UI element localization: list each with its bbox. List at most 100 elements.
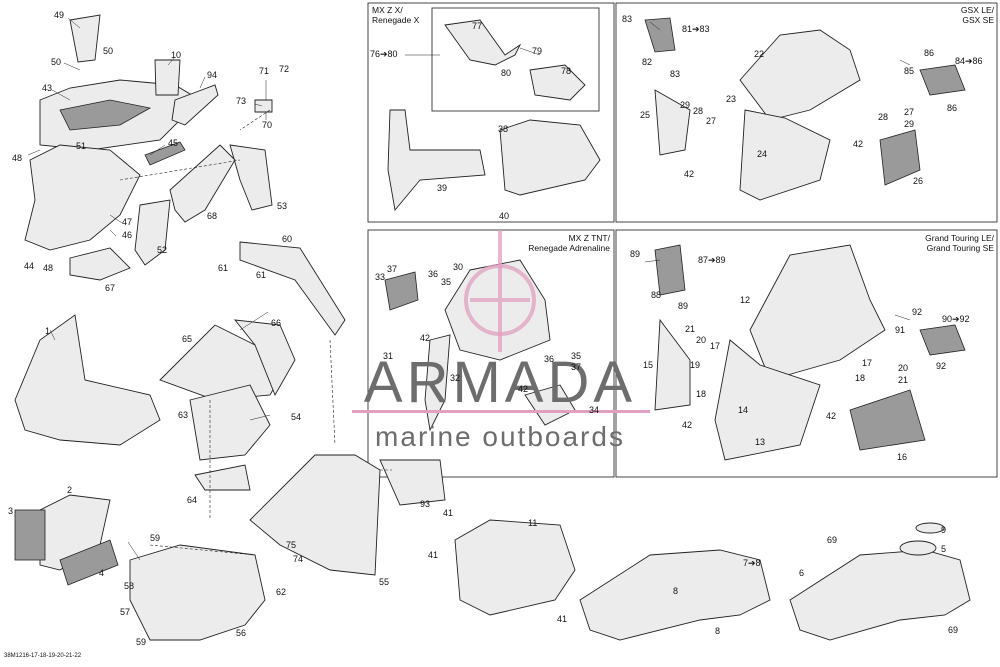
- callout-24: 24: [757, 149, 767, 159]
- callout-36: 36: [544, 354, 554, 364]
- callout-50: 50: [51, 57, 61, 67]
- callout-37: 37: [387, 264, 397, 274]
- panel-gsx: GSX LE/ GSX SE: [615, 2, 998, 223]
- callout-83: 83: [670, 69, 680, 79]
- callout-23: 23: [726, 94, 736, 104]
- callout-46: 46: [122, 230, 132, 240]
- callout-86: 86: [924, 48, 934, 58]
- callout-32: 32: [450, 373, 460, 383]
- callout-41: 41: [428, 550, 438, 560]
- callout-69: 69: [948, 625, 958, 635]
- callout-19: 19: [690, 360, 700, 370]
- panel-mxz-x: MX Z X/ Renegade X: [367, 2, 615, 223]
- callout-51: 51: [76, 141, 86, 151]
- callout-28: 28: [693, 106, 703, 116]
- callout-61: 61: [256, 270, 266, 280]
- callout-16: 16: [897, 452, 907, 462]
- grand-touring-parts: [654, 244, 966, 461]
- callout-37: 37: [571, 362, 581, 372]
- callout-63: 63: [178, 410, 188, 420]
- watermark-rule: [352, 410, 650, 413]
- callout-80: 80: [501, 68, 511, 78]
- callout-20: 20: [696, 335, 706, 345]
- callout-70: 70: [262, 120, 272, 130]
- callout-87-to-89: 87➔89: [698, 255, 726, 265]
- callout-7-to-8: 7➔8: [743, 558, 761, 568]
- callout-58: 58: [124, 581, 134, 591]
- callout-41: 41: [443, 508, 453, 518]
- callout-35: 35: [441, 277, 451, 287]
- callout-42: 42: [518, 384, 528, 394]
- callout-11: 11: [528, 518, 537, 528]
- callout-79: 79: [532, 46, 542, 56]
- armada-anchor-logo-icon: [464, 230, 536, 352]
- callout-52: 52: [157, 245, 167, 255]
- callout-25: 25: [640, 110, 650, 120]
- callout-53: 53: [277, 201, 287, 211]
- callout-39: 39: [437, 183, 447, 193]
- callout-90-to-92: 90➔92: [942, 314, 970, 324]
- callout-10: 10: [171, 50, 181, 60]
- panel-title-mxz-tnt-line1: MX Z TNT/: [569, 233, 611, 243]
- callout-89: 89: [678, 301, 688, 311]
- callout-81-to-83: 81➔83: [682, 24, 710, 34]
- side-panels: [134, 144, 273, 266]
- panel-title-gsx-line2: GSX SE: [962, 15, 994, 25]
- callout-27: 27: [706, 116, 716, 126]
- callout-42: 42: [684, 169, 694, 179]
- callout-40: 40: [499, 211, 509, 221]
- callout-28: 28: [878, 112, 888, 122]
- gsx-parts: [644, 17, 966, 201]
- callout-88: 88: [651, 290, 661, 300]
- drawing-reference-code: 38M1216-17-18-19-20-21-22: [4, 653, 82, 659]
- callout-18: 18: [696, 389, 706, 399]
- assembly-lines: [119, 109, 392, 556]
- callout-65: 65: [182, 334, 192, 344]
- callout-31: 31: [383, 351, 393, 361]
- callout-56: 56: [236, 628, 246, 638]
- callout-94: 94: [207, 70, 217, 80]
- callout-57: 57: [120, 607, 130, 617]
- callout-84-to-86: 84➔86: [955, 56, 983, 66]
- callout-21: 21: [685, 324, 695, 334]
- callout-74: 74: [293, 554, 303, 564]
- callout-42: 42: [420, 333, 430, 343]
- callout-20: 20: [898, 363, 908, 373]
- callout-33: 33: [375, 272, 385, 282]
- callout-27: 27: [904, 107, 914, 117]
- callout-91: 91: [895, 325, 905, 335]
- callout-82: 82: [642, 57, 652, 67]
- callout-15: 15: [643, 360, 653, 370]
- callout-64: 64: [187, 495, 197, 505]
- callout-42: 42: [826, 411, 836, 421]
- callout-69: 69: [827, 535, 837, 545]
- callout-4: 4: [99, 568, 104, 578]
- callout-93: 93: [420, 499, 430, 509]
- callout-17: 17: [710, 341, 720, 351]
- panel-title-mxz-x-line2: Renegade X: [372, 15, 420, 25]
- callout-14: 14: [738, 405, 748, 415]
- mxz-x-parts: [387, 19, 601, 212]
- callout-45: 45: [168, 138, 178, 148]
- callout-59: 59: [150, 533, 160, 543]
- callout-92: 92: [936, 361, 946, 371]
- front-panel-55: [249, 454, 381, 576]
- panel-title-grand-touring-line1: Grand Touring LE/: [925, 233, 994, 243]
- armada-watermark: ARMADA marine outboards: [352, 230, 650, 452]
- panel-title-gsx-line1: GSX LE/: [961, 5, 995, 15]
- callout-73: 73: [236, 96, 246, 106]
- callout-6: 6: [799, 568, 804, 578]
- belly-pan-56: [129, 544, 266, 641]
- callout-13: 13: [755, 437, 765, 447]
- callout-29: 29: [904, 119, 914, 129]
- callout-89: 89: [630, 249, 640, 259]
- lower-left-parts: [14, 494, 119, 586]
- callout-77: 77: [472, 21, 482, 31]
- callout-60: 60: [282, 234, 292, 244]
- callout-59: 59: [136, 637, 146, 647]
- callout-41: 41: [557, 614, 567, 624]
- callout-86: 86: [947, 103, 957, 113]
- callout-1: 1: [45, 326, 50, 336]
